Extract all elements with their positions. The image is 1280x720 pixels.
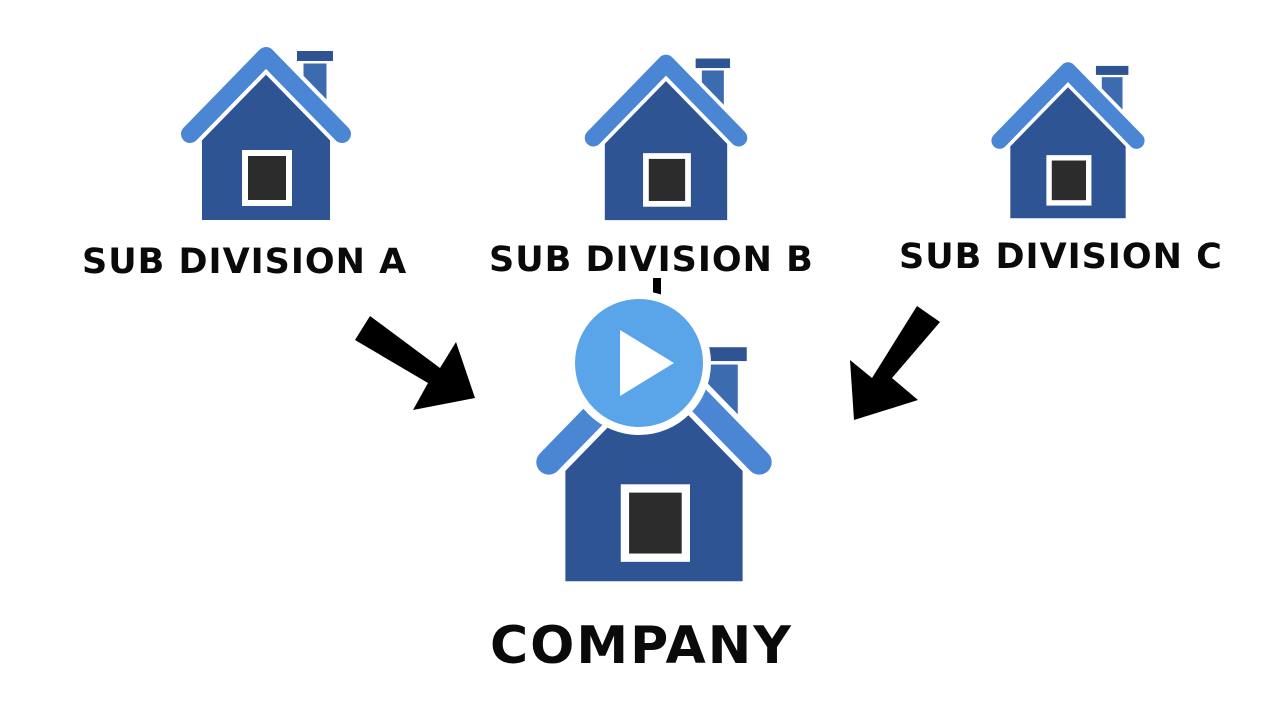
roof bbox=[181, 47, 351, 143]
label-sub-division-a: SUB DIVISION A bbox=[82, 242, 408, 282]
window-pane bbox=[248, 156, 286, 200]
window-pane bbox=[629, 492, 682, 554]
chimney-cap bbox=[1094, 64, 1131, 77]
house-icon-sub-division-b bbox=[580, 50, 752, 224]
label-sub-division-c: SUB DIVISION C bbox=[899, 237, 1223, 277]
label-sub-division-b: SUB DIVISION B bbox=[489, 240, 814, 280]
chimney-cap bbox=[295, 49, 335, 63]
play-button[interactable] bbox=[566, 290, 712, 436]
window-pane bbox=[1051, 160, 1087, 201]
arrow-sub-division-c-to-company bbox=[850, 306, 940, 420]
house-icon-sub-division-c bbox=[987, 58, 1149, 222]
roof bbox=[584, 54, 748, 147]
house-icon-sub-division-a bbox=[177, 43, 355, 224]
arrow-sub-division-a-to-company bbox=[355, 316, 475, 410]
chimney-cap bbox=[693, 56, 732, 70]
window-pane bbox=[648, 158, 686, 201]
roof bbox=[991, 62, 1145, 149]
label-company: COMPANY bbox=[490, 616, 793, 676]
play-icon bbox=[620, 330, 674, 396]
